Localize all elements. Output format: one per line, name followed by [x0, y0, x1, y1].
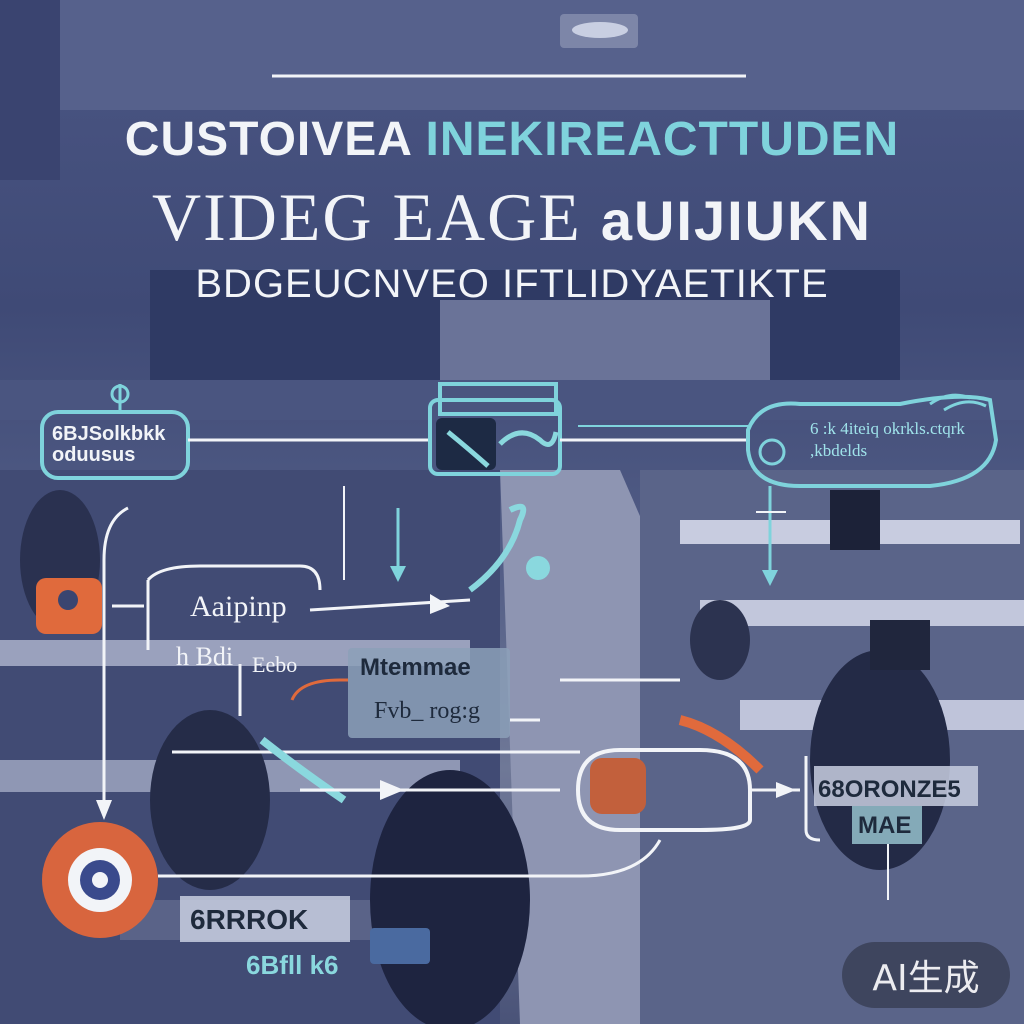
orange-app-icon-dot [58, 590, 78, 610]
monitor-right [830, 490, 880, 550]
left-sub-label-2: Eebo [252, 652, 298, 677]
camera-icon-label: 6 :k 4iteiq okrkls.ctqrk ,kbdelds [810, 419, 965, 460]
hand-icon [929, 393, 987, 412]
right-center-arrow-icon [776, 782, 796, 798]
right-down-arrow-icon [762, 570, 778, 586]
left-sub-label-1: h Bdi [176, 642, 234, 671]
video-frame [428, 398, 562, 476]
headline-line-1: CUSTOIVEA INEKIREACTTUDEN [0, 112, 1024, 167]
bottom-label-box [180, 896, 350, 942]
top-left-box-label: 6BJSolkbkk oduusus [52, 423, 166, 466]
right-label: 68ORONZE5 [818, 776, 961, 803]
ai-generated-badge: AI生成 [842, 942, 1010, 1008]
middle-box-title: Mtemmae [360, 654, 471, 681]
bottom-label: 6RRROK [190, 904, 309, 935]
lower-arrow-icon [380, 780, 404, 800]
right-label-box-2 [852, 806, 922, 844]
right-desk-row-2 [700, 600, 1024, 626]
headline-word-1: CUSTOIVEA [124, 113, 412, 166]
person-mid [690, 600, 750, 680]
left-long-connector [102, 506, 129, 810]
target-icon-center [92, 872, 108, 888]
left-down-arrow-icon [96, 800, 112, 820]
right-label-bracket [804, 756, 821, 842]
right-label-box [814, 766, 978, 806]
middle-box-subtitle: Fvb_ rog:g [374, 698, 481, 724]
top-left-box-knob [110, 384, 130, 404]
headline-line-2: VIDEG EAGE aUIJIUKN [0, 178, 1024, 257]
middle-box [348, 648, 510, 738]
center-down-arrow-icon [390, 566, 406, 582]
wave-icon [498, 430, 559, 447]
bottom-connector [158, 839, 662, 878]
right-sub-label: MAE [858, 812, 912, 839]
camera-icon-outline [746, 394, 999, 488]
orange-rounded-icon [590, 758, 646, 814]
orange-swoosh [678, 715, 764, 774]
center-connector [309, 598, 471, 612]
orange-connector [290, 678, 348, 701]
cyan-dot [526, 556, 550, 580]
left-bracket [146, 564, 322, 650]
hook-shape [468, 503, 527, 593]
top-left-box [40, 410, 190, 480]
left-wall [0, 0, 60, 180]
ceiling [0, 0, 1024, 110]
camera-lens-icon [758, 438, 786, 466]
camera-lens-stroke [446, 430, 490, 468]
left-branch-label: Aaipinp [190, 590, 287, 623]
ceiling-light-glow [572, 22, 628, 38]
bottom-device [370, 928, 430, 964]
center-arrow-icon [430, 594, 450, 614]
headline-word-2: INEKIREACTTUDEN [425, 113, 900, 166]
monitor-right-2 [870, 620, 930, 670]
headline-word-4: aUIJIUKN [600, 189, 872, 252]
person-left [150, 710, 270, 890]
bottom-sub-label: 6Bfll k6 [246, 950, 339, 980]
headline-word-3: VIDEG EAGE [152, 179, 582, 255]
window-light [440, 300, 770, 380]
headline-line-3: BDGEUCNVEO IFTLIDYAETIKTE [195, 262, 829, 306]
cyan-arrow-shape [259, 736, 347, 804]
